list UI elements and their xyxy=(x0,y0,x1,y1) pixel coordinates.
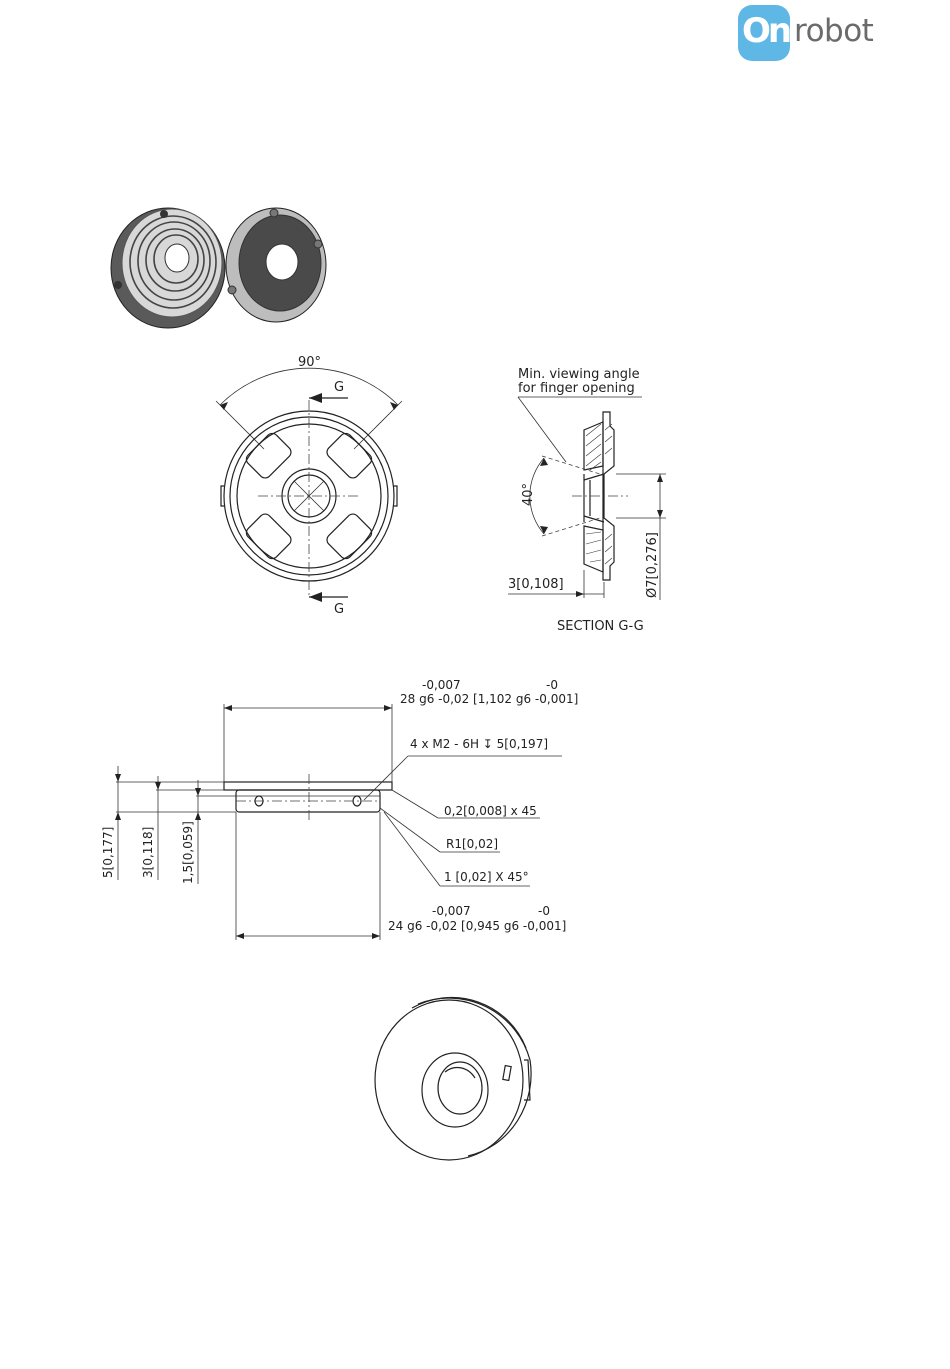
top-tol-upper-inch: -0 xyxy=(546,678,558,692)
radius-note: R1[0,02] xyxy=(446,837,498,851)
left-height-dim-3: 1,5[0,059] xyxy=(181,821,195,884)
section-mark-bottom: G xyxy=(334,602,344,617)
section-width-dim: 3[0,108] xyxy=(508,577,564,592)
part-render-right xyxy=(226,208,326,322)
section-diameter-dim: Ø7[0,276] xyxy=(645,532,660,598)
viewing-angle-note-line1: Min. viewing angle xyxy=(518,367,640,382)
left-height-dim-2: 3[0,118] xyxy=(141,827,155,878)
top-tol-upper: -0,007 xyxy=(422,678,461,692)
front-view xyxy=(216,368,402,602)
bottom-tol-upper-inch: -0 xyxy=(538,904,550,918)
angle-40-label: 40° xyxy=(521,483,536,506)
angle-90-label: 90° xyxy=(298,355,321,370)
bottom-tol-upper: -0,007 xyxy=(432,904,471,918)
viewing-angle-note-line2: for finger opening xyxy=(518,381,635,396)
left-height-dim-1: 5[0,177] xyxy=(101,827,115,878)
isometric-view xyxy=(375,997,531,1160)
section-caption: SECTION G-G xyxy=(557,619,644,634)
part-render-left xyxy=(111,208,225,328)
thread-note: 4 x M2 - 6H ↧ 5[0,197] xyxy=(410,737,548,751)
chamfer2-note: 1 [0,02] X 45° xyxy=(444,870,529,884)
chamfer-note: 0,2[0,008] x 45 xyxy=(444,804,537,818)
section-mark-top: G xyxy=(334,380,344,395)
bottom-diameter-dim: 24 g6 -0,02 [0,945 g6 -0,001] xyxy=(388,919,566,933)
top-diameter-dim: 28 g6 -0,02 [1,102 g6 -0,001] xyxy=(400,692,578,706)
